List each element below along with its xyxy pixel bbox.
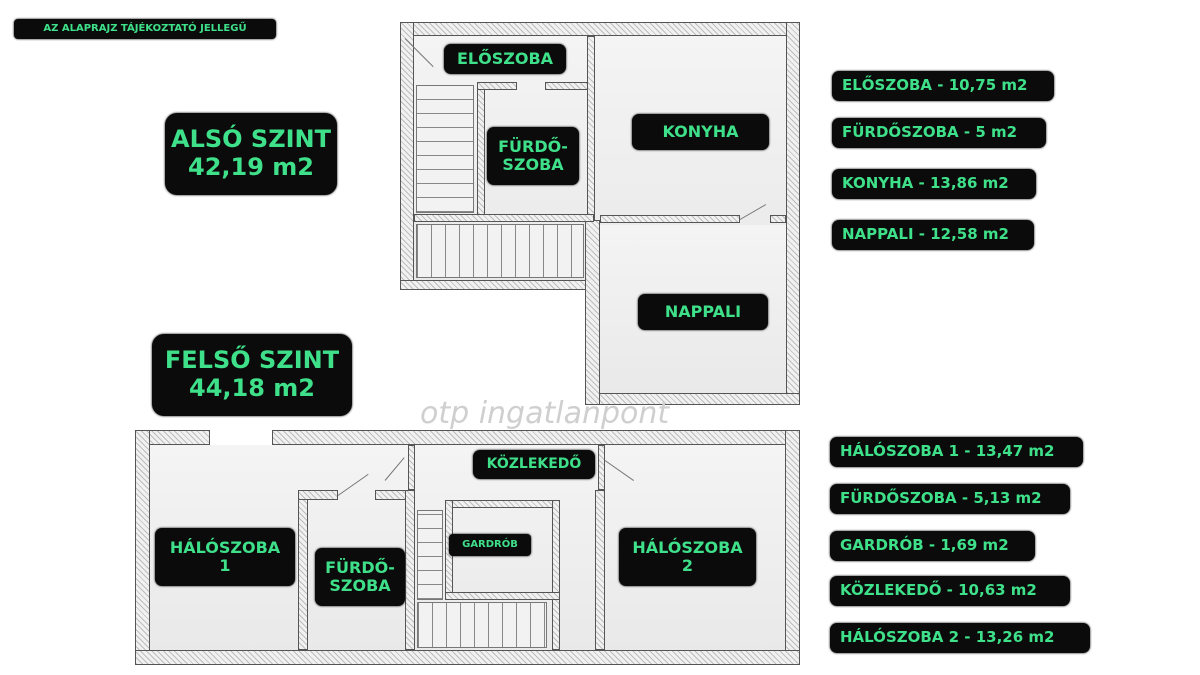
area-item: KONYHA - 13,86 m2 — [832, 169, 1036, 199]
room-furdoszoba-lower: FÜRDŐ- SZOBA — [487, 127, 579, 185]
room-konyha: KONYHA — [632, 114, 769, 150]
area-item: GARDRÓB - 1,69 m2 — [830, 531, 1035, 561]
area-item: ELŐSZOBA - 10,75 m2 — [832, 71, 1054, 101]
room-label-line: HÁLÓSZOBA — [169, 537, 281, 557]
room-gardrob: GARDRÓB — [449, 534, 531, 556]
upper-level-name: FELSŐ SZINT — [164, 346, 340, 375]
room-label-line: HÁLÓSZOBA — [632, 537, 743, 557]
room-nappali: NAPPALI — [638, 294, 768, 330]
room-label-line: 2 — [681, 556, 694, 575]
room-haloszoba-1: HÁLÓSZOBA 1 — [155, 528, 295, 586]
area-item: NAPPALI - 12,58 m2 — [832, 220, 1034, 250]
disclaimer-label: AZ ALAPRAJZ TÁJÉKOZTATÓ JELLEGŰ — [14, 19, 276, 39]
room-label-line: SZOBA — [502, 155, 564, 174]
room-label-line: 1 — [219, 556, 231, 575]
lower-level-area: 42,19 m2 — [188, 153, 314, 181]
room-label-line: FÜRDŐ- — [498, 136, 568, 156]
area-item: KÖZLEKEDŐ - 10,63 m2 — [830, 576, 1070, 606]
room-label-line: FÜRDŐ- — [325, 557, 395, 577]
room-label-line: SZOBA — [329, 576, 391, 595]
upper-level-title: FELSŐ SZINT 44,18 m2 — [152, 334, 352, 416]
area-item: FÜRDŐSZOBA - 5 m2 — [832, 118, 1046, 148]
room-eloszoba: ELŐSZOBA — [444, 44, 566, 74]
room-kozlekedo: KÖZLEKEDŐ — [473, 450, 595, 479]
area-item: HÁLÓSZOBA 1 - 13,47 m2 — [830, 437, 1083, 467]
watermark: otp ingatlanpont — [420, 396, 670, 431]
upper-level-area: 44,18 m2 — [189, 374, 315, 402]
room-furdoszoba-upper: FÜRDŐ- SZOBA — [315, 548, 405, 606]
area-item: HÁLÓSZOBA 2 - 13,26 m2 — [830, 623, 1090, 653]
area-item: FÜRDŐSZOBA - 5,13 m2 — [830, 484, 1070, 514]
lower-level-title: ALSÓ SZINT 42,19 m2 — [165, 113, 337, 195]
room-haloszoba-2: HÁLÓSZOBA 2 — [619, 528, 756, 586]
lower-level-name: ALSÓ SZINT — [171, 125, 331, 154]
